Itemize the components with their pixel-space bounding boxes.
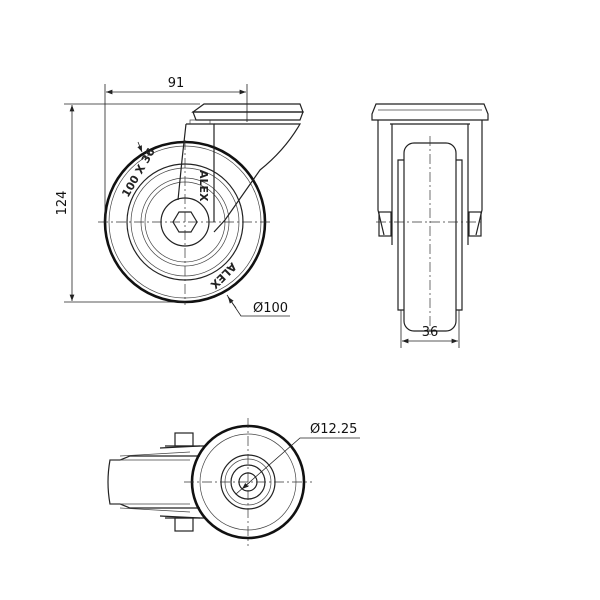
dimension-axle-12-25: Ø12.25 [235, 422, 360, 495]
bottom-nut-bottom [174, 517, 194, 532]
dimension-tread-36: 36 [400, 310, 460, 348]
fork-brand-text: ALEX [197, 170, 210, 202]
bottom-nut-top [174, 432, 194, 447]
bottom-view: Ø12.25 [107, 418, 360, 546]
dim-tread-label: 36 [422, 325, 439, 340]
side-view: ALEX ALEX 100 X 36 91 124 Ø100 [55, 76, 304, 317]
dim-height-label: 124 [55, 191, 70, 216]
dimension-diameter-100: Ø100 [226, 294, 290, 317]
dimension-height-124: 124 [55, 103, 200, 303]
tyre-brand-text: ALEX [207, 260, 239, 292]
dimension-width-91: 91 [104, 76, 248, 222]
axle-nut-right [468, 211, 482, 237]
tyre-size-text: 100 X 36 [119, 146, 158, 200]
dim-width-label: 91 [168, 76, 185, 91]
side-fork: ALEX ALEX 100 X 36 [119, 103, 304, 292]
front-view: 36 [371, 103, 489, 348]
dim-diameter-label: Ø100 [253, 301, 288, 316]
dim-axle-label: Ø12.25 [310, 422, 357, 437]
axle-nut-left [378, 211, 392, 237]
